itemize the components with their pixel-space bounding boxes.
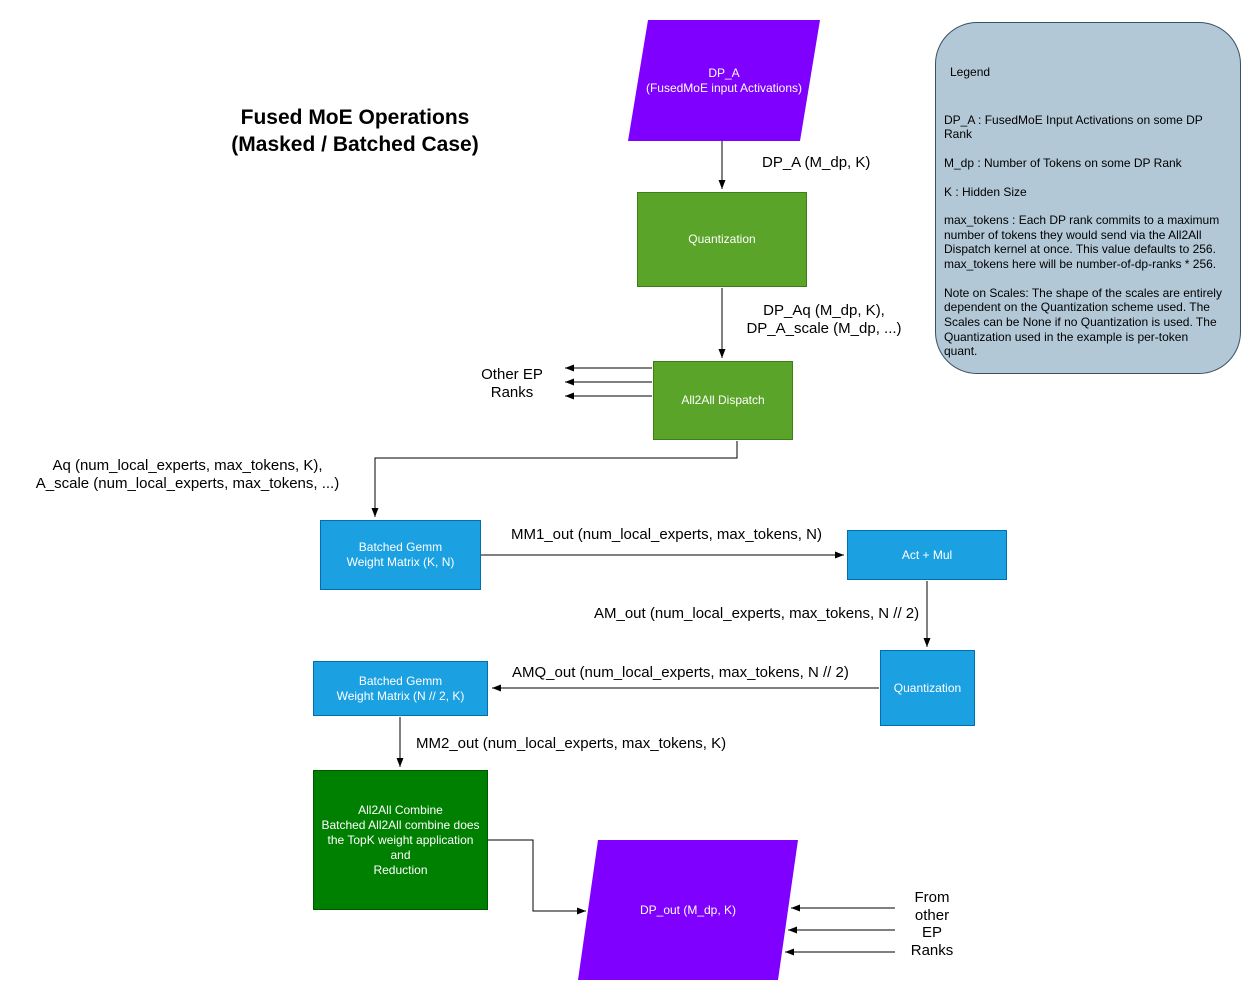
node-dp-out: DP_out (M_dp, K) [578,840,798,980]
edge-label-dp-a-out: DP_A (M_dp, K) [762,154,871,171]
edge-label-am-out: AM_out (num_local_experts, max_tokens, N… [594,605,920,622]
edge-label-aq: Aq (num_local_experts, max_tokens, K), A… [35,457,340,492]
node-quantization-1: Quantization [637,192,807,287]
node-act-mul: Act + Mul [847,530,1007,580]
diagram-title: Fused MoE Operations (Masked / Batched C… [231,106,479,157]
label-from-other-ep-ranks: From other EP Ranks [910,889,954,960]
edge-label-mm1-out: MM1_out (num_local_experts, max_tokens, … [511,526,822,543]
node-batched-gemm-2: Batched Gemm Weight Matrix (N // 2, K) [313,661,488,716]
legend-entry-max-tokens: max_tokens : Each DP rank commits to a m… [944,213,1220,271]
legend-entry-k: K : Hidden Size [944,184,1027,199]
edge-dispatch-to-gemm1 [371,441,738,517]
label-other-ep-ranks: Other EP Ranks [481,366,543,401]
edge-label-dp-aq: DP_Aq (M_dp, K), DP_A_scale (M_dp, ...) [746,302,902,337]
edge-label-mm2-out: MM2_out (num_local_experts, max_tokens, … [416,735,727,752]
node-dp-a: DP_A (FusedMoE input Activations) [628,20,820,141]
node-batched-gemm-1: Batched Gemm Weight Matrix (K, N) [320,520,481,590]
legend-entry-dp-a: DP_A : FusedMoE Input Activations on som… [944,112,1203,142]
edge-label-amq-out: AMQ_out (num_local_experts, max_tokens, … [512,664,849,681]
legend-entry-m-dp: M_dp : Number of Tokens on some DP Rank [944,155,1182,170]
legend-entry-scales-note: Note on Scales: The shape of the scales … [944,285,1222,359]
node-quantization-2: Quantization [880,650,975,726]
legend-title: Legend [950,65,991,79]
node-all2all-dispatch: All2All Dispatch [653,361,793,440]
edge-combine-to-dpout [488,839,586,915]
legend-panel: Legend DP_A : FusedMoE Input Activations… [935,22,1241,374]
node-all2all-combine: All2All Combine Batched All2All combine … [313,770,488,910]
